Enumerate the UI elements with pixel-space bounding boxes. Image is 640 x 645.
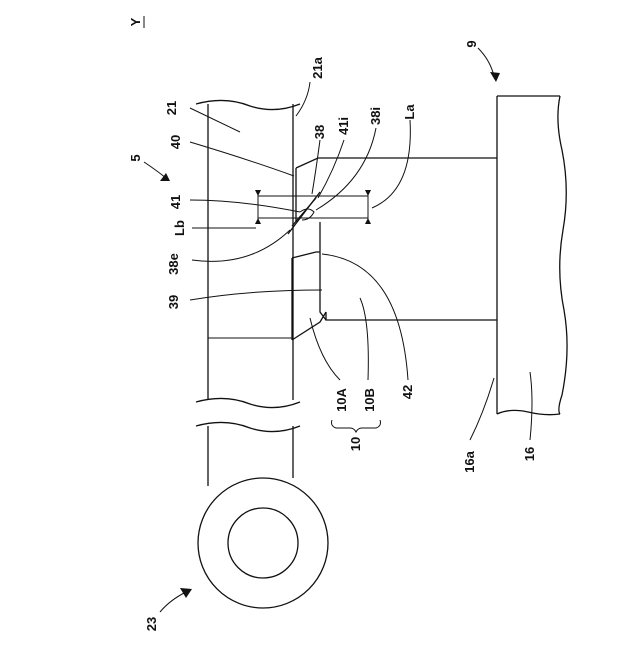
part-16-base-block [497, 96, 567, 415]
label-5: 5 [128, 154, 143, 161]
label-16: 16 [522, 447, 537, 461]
label-38: 38 [312, 125, 327, 139]
reference-labels: Y 21a 9 21 38 41i 38i La 40 5 41 Lb 38e … [128, 16, 537, 631]
label-21a: 21a [310, 56, 325, 78]
label-23: 23 [144, 617, 159, 631]
label-38e: 38e [166, 253, 181, 275]
label-La: La [402, 104, 417, 120]
part-23-roller [198, 478, 328, 608]
label-9: 9 [464, 40, 479, 47]
label-axis-y: Y [128, 17, 143, 26]
part-10B [292, 222, 326, 320]
label-38i: 38i [368, 107, 383, 125]
label-40: 40 [168, 135, 183, 149]
label-39: 39 [166, 295, 181, 309]
label-21: 21 [164, 101, 179, 115]
label-42: 42 [400, 385, 415, 399]
label-10A: 10A [334, 387, 349, 411]
label-41: 41 [168, 195, 183, 209]
bracket-10 [332, 420, 381, 432]
leader-lines [190, 82, 532, 440]
label-41i: 41i [336, 117, 351, 135]
label-10B: 10B [362, 388, 377, 412]
label-Lb: Lb [172, 220, 187, 236]
label-16a: 16a [462, 450, 477, 472]
label-10: 10 [348, 437, 363, 451]
